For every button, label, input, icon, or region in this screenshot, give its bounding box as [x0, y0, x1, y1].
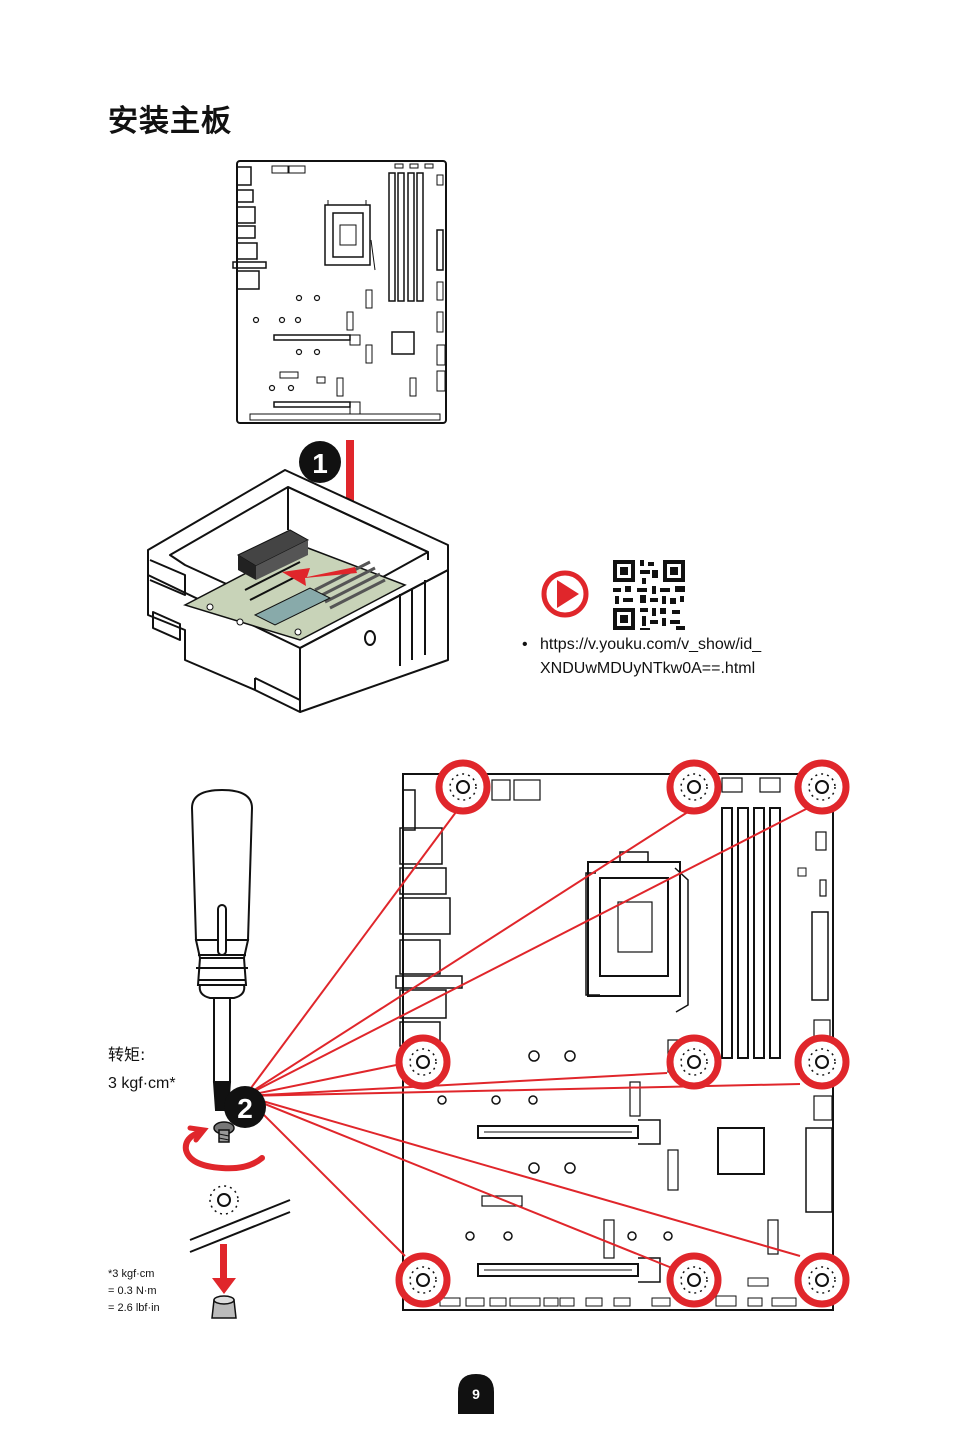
step-2-badge: 2	[224, 1086, 266, 1128]
qr-code-icon[interactable]	[613, 560, 685, 630]
url-line-1[interactable]: https://v.youku.com/v_show/id_	[540, 636, 762, 653]
torque-footnote: *3 kgf·cm = 0.3 N·m = 2.6 lbf·in	[108, 1266, 160, 1317]
screw-point-7	[395, 1252, 451, 1308]
board-edge-lines	[189, 1199, 291, 1253]
screw-icon	[213, 1121, 235, 1143]
play-icon[interactable]	[541, 570, 589, 618]
standoff-arrow-down	[212, 1244, 236, 1294]
rotation-arrow-icon	[182, 1125, 265, 1172]
motherboard-large-diagram	[395, 773, 834, 1311]
page-number-badge: 9	[458, 1374, 494, 1414]
torque-label: 转矩:	[108, 1045, 146, 1064]
screwdriver-icon	[190, 788, 254, 1111]
footnote-line-3: = 2.6 lbf·in	[108, 1302, 160, 1314]
step-2-number: 2	[237, 1093, 253, 1124]
step-1-badge: 1	[299, 441, 341, 483]
torque-value: 3 kgf·cm*	[108, 1075, 176, 1092]
screw-leader-lines	[244, 807, 809, 1269]
screw-point-6	[794, 1034, 850, 1090]
screw-point-2	[666, 759, 722, 815]
screw-point-5	[666, 1034, 722, 1090]
page-number: 9	[472, 1386, 480, 1402]
standoff-icon	[211, 1295, 237, 1319]
page-title: 安装主板	[108, 104, 232, 139]
screw-point-1	[435, 759, 491, 815]
video-url[interactable]: • https://v.youku.com/v_show/id_ XNDUwMD…	[522, 633, 840, 681]
url-line-2[interactable]: XNDUwMDUyNTkw0A==.html	[540, 660, 756, 677]
step-1-number: 1	[312, 448, 328, 479]
slide-arrow-left	[282, 567, 357, 586]
standoff-hole-icon	[209, 1185, 239, 1215]
url-bullet: •	[522, 636, 528, 653]
screw-point-3	[794, 759, 850, 815]
footnote-line-1: *3 kgf·cm	[108, 1268, 155, 1280]
screw-point-9	[794, 1252, 850, 1308]
motherboard-top-diagram	[232, 160, 447, 424]
screw-point-8	[666, 1252, 722, 1308]
screw-point-4	[395, 1034, 451, 1090]
footnote-line-2: = 0.3 N·m	[108, 1285, 157, 1297]
